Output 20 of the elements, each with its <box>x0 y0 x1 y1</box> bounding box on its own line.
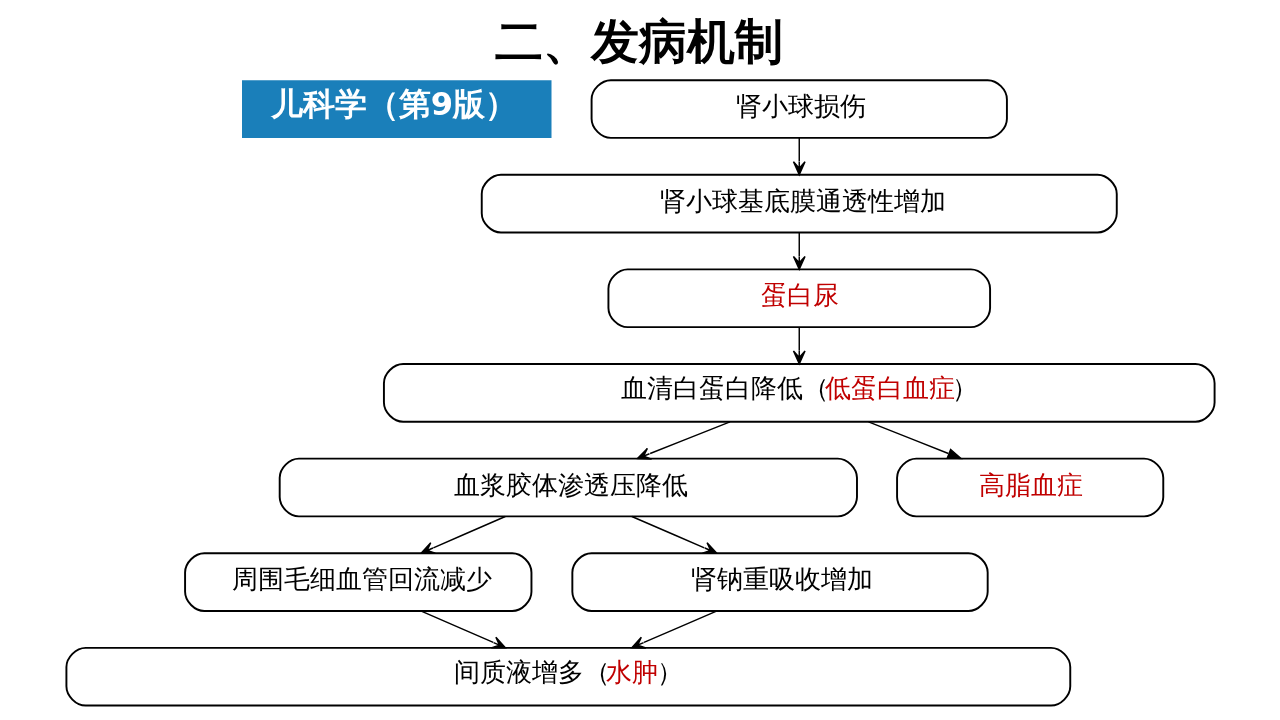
arrow <box>792 137 806 176</box>
arrow <box>630 610 717 649</box>
arrow <box>792 326 806 365</box>
node-box: 肾小球损伤 <box>590 79 1008 139</box>
diagram-title: 二、发病机制 <box>494 12 783 69</box>
node-box: 蛋白尿 <box>606 268 991 329</box>
node-box: 间质液增多（水肿） <box>64 646 1071 707</box>
arrow <box>636 421 731 460</box>
node-box: 血浆胶体渗透压降低 <box>278 457 858 518</box>
node-box: 肾钠重吸收增加 <box>570 552 989 612</box>
node-box: 周围毛细血管回流减少 <box>183 552 532 612</box>
arrow <box>867 421 963 460</box>
node-box: 血清白蛋白降低（低蛋白血症） <box>382 363 1216 423</box>
label: 儿科学（第9版） <box>270 85 517 124</box>
arrow <box>792 231 806 270</box>
arrow <box>630 515 717 554</box>
arrow <box>420 515 506 554</box>
node-box: 高脂血症 <box>895 457 1164 518</box>
arrow <box>420 610 506 649</box>
node-box: 肾小球基底膜通透性增加 <box>480 173 1118 234</box>
